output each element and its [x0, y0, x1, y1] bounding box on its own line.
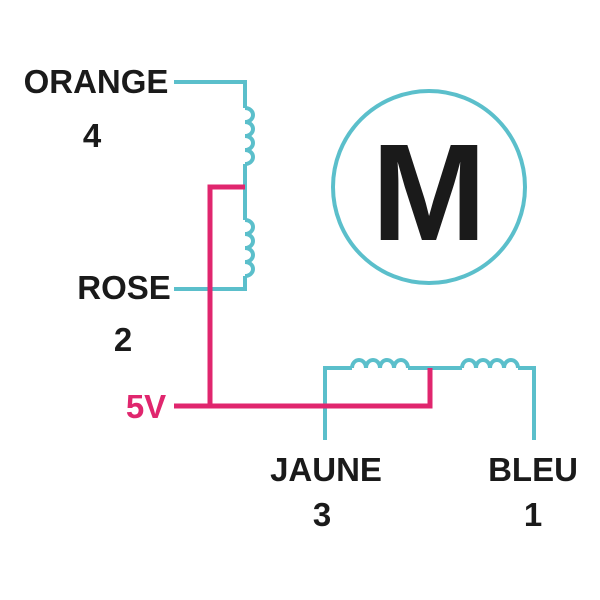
- bleu-wire: [518, 366, 536, 440]
- bottom-coil-left: [350, 358, 410, 369]
- bottom-coil-right: [460, 358, 520, 369]
- supply-label: 5V: [126, 388, 166, 425]
- left-coil-upper: [244, 106, 255, 166]
- left-coil-lower: [244, 218, 255, 278]
- supply-wire: [174, 184, 433, 409]
- wire-number-orange: 4: [83, 117, 102, 154]
- wire-label-orange: ORANGE: [24, 63, 169, 100]
- jaune-wire: [323, 366, 352, 440]
- wire-number-bleu: 1: [524, 496, 542, 533]
- wire-label-rose: ROSE: [77, 269, 171, 306]
- wire-number-jaune: 3: [313, 496, 331, 533]
- motor-letter: M: [372, 116, 487, 270]
- orange-wire: [174, 80, 247, 108]
- rose-wire: [174, 276, 247, 291]
- wire-number-rose: 2: [114, 321, 132, 358]
- wire-label-jaune: JAUNE: [270, 451, 382, 488]
- wire-label-bleu: BLEU: [488, 451, 578, 488]
- motor-circle: [331, 89, 527, 285]
